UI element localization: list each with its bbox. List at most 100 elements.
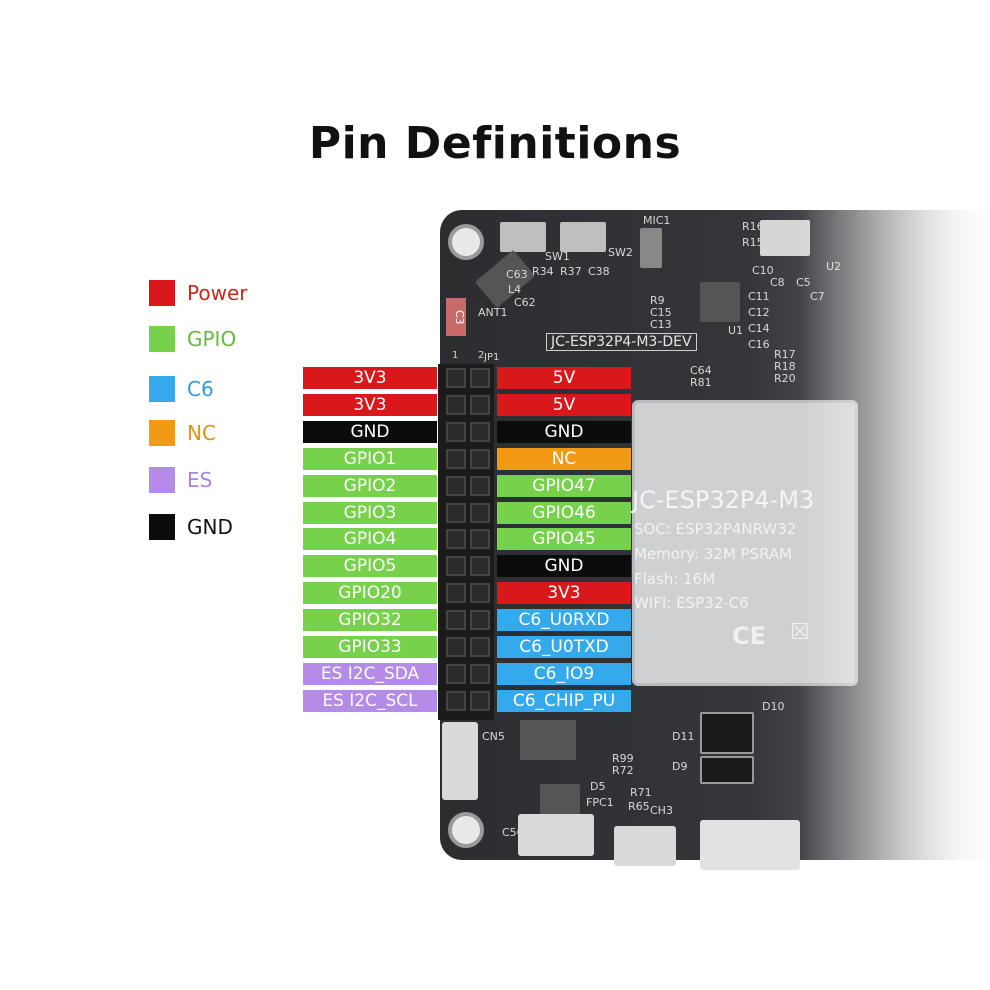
pin-label-right-9: 3V3 (497, 582, 631, 604)
pin-label-left-6: GPIO3 (303, 502, 437, 524)
page-title: Pin Definitions (308, 118, 682, 169)
legend-swatch (149, 467, 175, 493)
module-spec-wifi: WIFI: ESP32-C6 (634, 594, 749, 612)
header-pin (446, 556, 466, 576)
silk-label: D5 (590, 780, 606, 793)
legend-item-power: Power (149, 280, 247, 306)
header-pin (470, 691, 490, 711)
legend-swatch (149, 376, 175, 402)
pin-label-right-12: C6_IO9 (497, 663, 631, 685)
header-pin (446, 395, 466, 415)
silk-label: R34 (532, 265, 554, 278)
header-pin (470, 422, 490, 442)
silk-label: C63 (506, 268, 528, 281)
silk-label: L4 (508, 283, 522, 296)
pin-label-left-12: ES I2C_SDA (303, 663, 437, 685)
ic-component (520, 720, 576, 760)
connector-component (700, 820, 800, 870)
board-name: JC-ESP32P4-M3-DEV (546, 333, 697, 351)
silk-label: C64 (690, 364, 712, 377)
module-title: JC-ESP32P4-M3 (632, 486, 815, 514)
module-spec-flash: Flash: 16M (634, 570, 716, 588)
silk-label: R20 (774, 372, 796, 385)
silk-label: C38 (588, 265, 610, 278)
header-pin (446, 664, 466, 684)
legend-item-c6: C6 (149, 376, 214, 402)
silk-label: R9 (650, 294, 665, 307)
ic-component (700, 282, 740, 322)
header-pin (470, 529, 490, 549)
header-pin (470, 664, 490, 684)
header-pin (470, 368, 490, 388)
legend-swatch (149, 420, 175, 446)
pin-label-left-10: GPIO32 (303, 609, 437, 631)
silk-label: CN5 (482, 730, 505, 743)
module-spec-memory: Memory: 32M PSRAM (634, 545, 793, 563)
silk-label: R37 (560, 265, 582, 278)
pin-label-left-5: GPIO2 (303, 475, 437, 497)
mounting-hole (448, 224, 484, 260)
silk-label: C11 (748, 290, 770, 303)
pin-label-right-1: 5V (497, 367, 631, 389)
mic-component (640, 228, 662, 268)
pin-label-left-9: GPIO20 (303, 582, 437, 604)
header-pin (446, 422, 466, 442)
header-pin (446, 529, 466, 549)
silk-label: D9 (672, 760, 688, 773)
pin-label-right-11: C6_U0TXD (497, 636, 631, 658)
pin-label-right-2: 5V (497, 394, 631, 416)
legend-label: ES (187, 468, 213, 492)
diode-d9 (700, 756, 754, 784)
legend-item-es: ES (149, 467, 212, 493)
silk-label: CH3 (650, 804, 673, 817)
pin-label-right-10: C6_U0RXD (497, 609, 631, 631)
connector-ch3 (614, 826, 676, 866)
pin-2-marker: 2 (478, 350, 485, 361)
silk-label: R16 (742, 220, 764, 233)
silk-label: C13 (650, 318, 672, 331)
button-sw2 (560, 222, 606, 252)
ic-component (540, 784, 580, 814)
pin-label-right-8: GND (497, 555, 631, 577)
header-pin (446, 368, 466, 388)
legend-swatch (149, 514, 175, 540)
pin-label-left-7: GPIO4 (303, 528, 437, 550)
legend-item-nc: NC (149, 420, 216, 446)
silk-label: C16 (748, 338, 770, 351)
header-pin (470, 610, 490, 630)
header-pin (470, 637, 490, 657)
pin-label-right-4: NC (497, 448, 631, 470)
pin-header-jp1 (438, 364, 494, 720)
legend-label: GPIO (187, 327, 237, 351)
header-pin (470, 395, 490, 415)
silk-label: C50 (502, 826, 524, 839)
fpc-connector (518, 814, 594, 856)
legend-label: Power (187, 281, 248, 305)
silk-label: C8 (770, 276, 785, 289)
pin-label-left-11: GPIO33 (303, 636, 437, 658)
header-pin (446, 476, 466, 496)
legend-label: GND (187, 515, 233, 539)
pin-label-left-3: GND (303, 421, 437, 443)
header-pin (470, 449, 490, 469)
capacitor-c3: C3 (446, 298, 466, 336)
silk-label: R18 (774, 360, 796, 373)
silk-label: R72 (612, 764, 634, 777)
header-pin (446, 691, 466, 711)
silk-label: C62 (514, 296, 536, 309)
connector-cn5 (442, 722, 478, 800)
header-label: JP1 (484, 352, 500, 363)
silk-label: ANT1 (478, 306, 508, 319)
pin-label-right-5: GPIO47 (497, 475, 631, 497)
silk-label: D11 (672, 730, 695, 743)
header-pin (470, 556, 490, 576)
pin-label-right-3: GND (497, 421, 631, 443)
legend-item-gnd: GND (149, 514, 233, 540)
pin-label-right-7: GPIO45 (497, 528, 631, 550)
legend-label: NC (187, 421, 216, 445)
module-spec-soc: SOC: ESP32P4NRW32 (634, 520, 797, 538)
silk-label: R81 (690, 376, 712, 389)
silk-label: R65 (628, 800, 650, 813)
silk-label: SW1 (545, 250, 570, 263)
header-pin (470, 583, 490, 603)
